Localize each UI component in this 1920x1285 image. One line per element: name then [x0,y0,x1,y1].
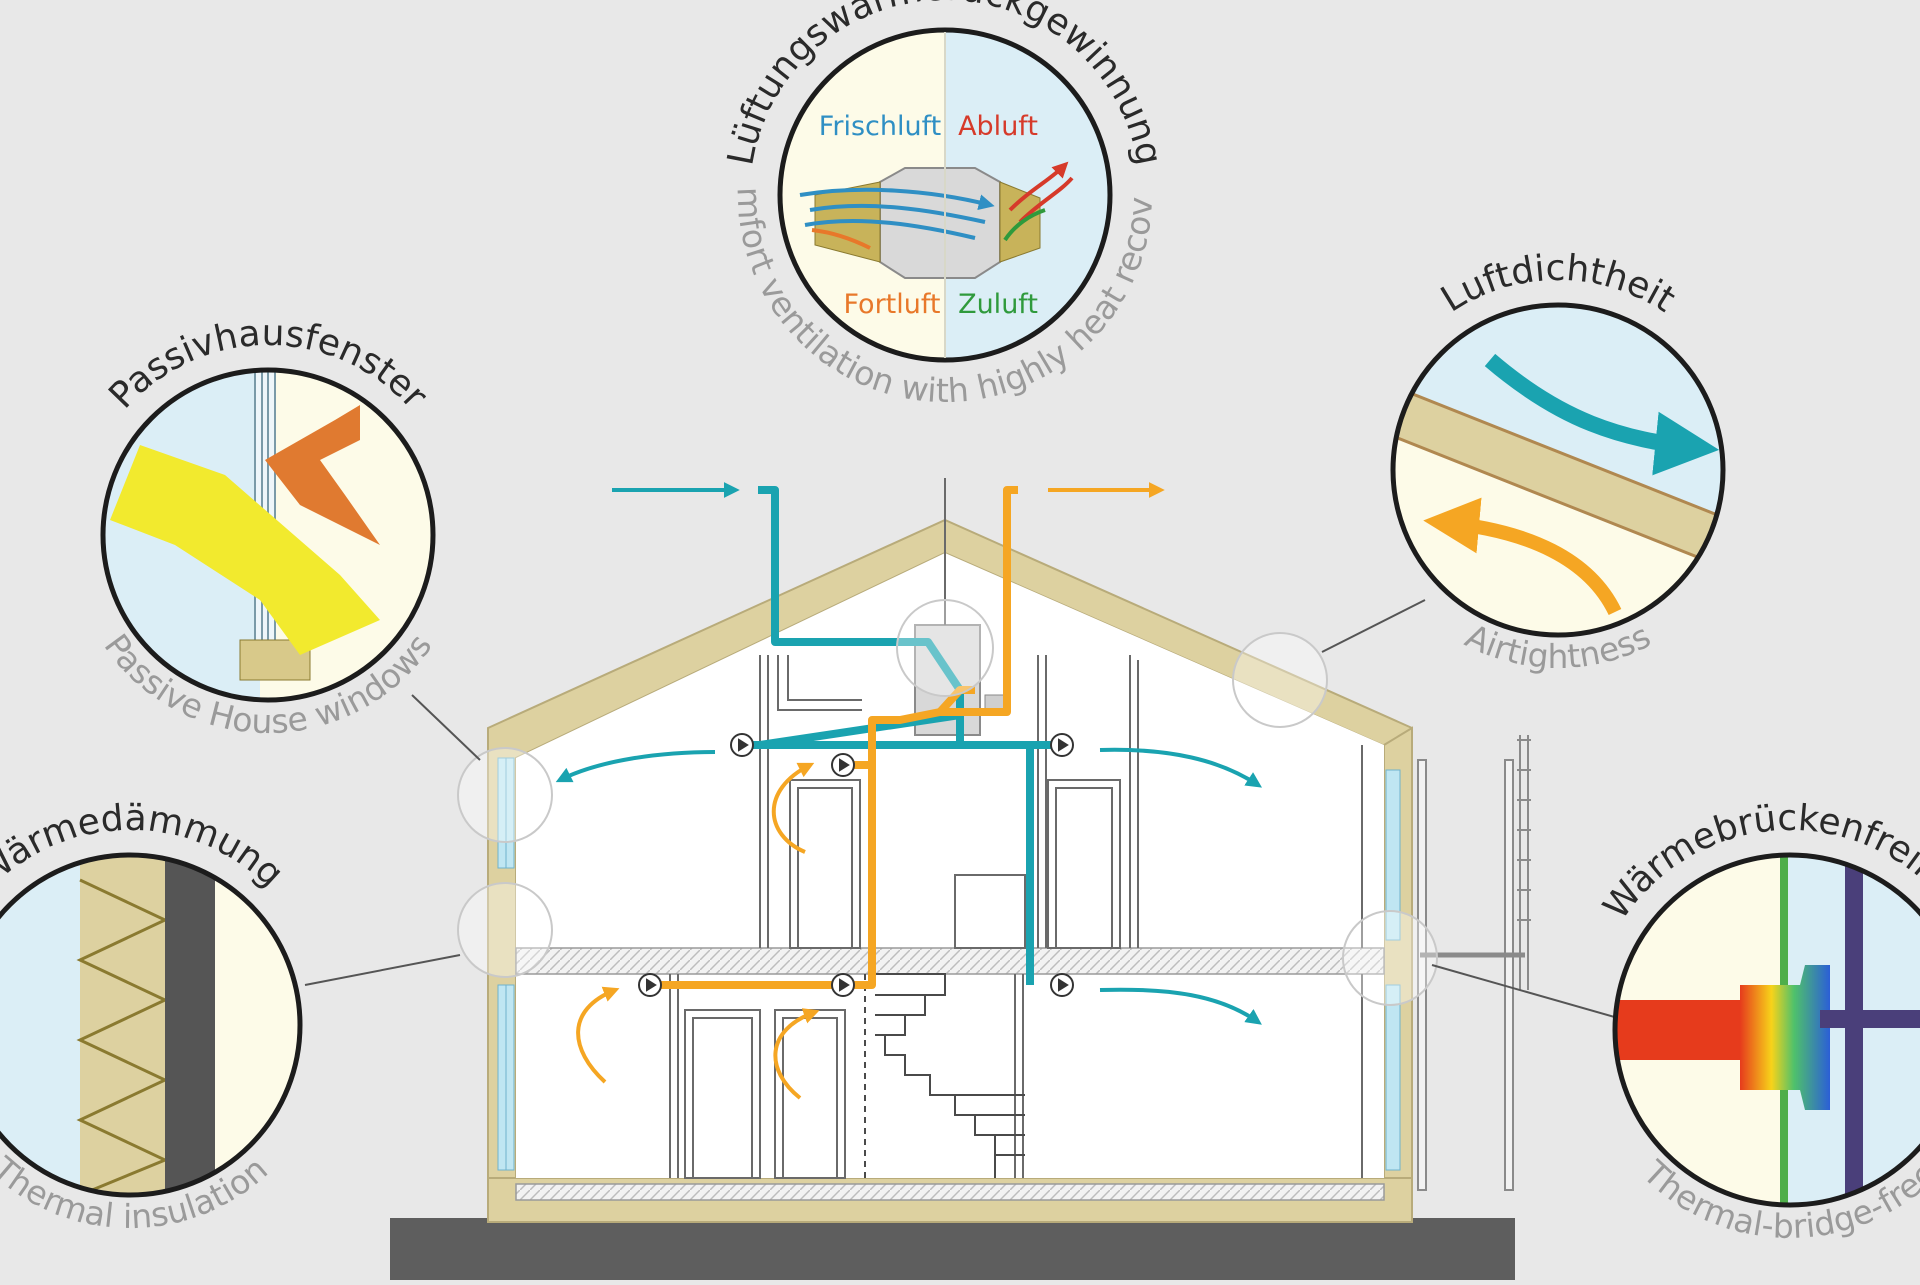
exhaust-air-label: Abluft [958,111,1038,142]
sunlight-arrow-icon [110,445,380,655]
heat-retention-arrow-icon [265,405,380,545]
outgoing-air-label: Fortluft [843,289,940,320]
airtightness-detail: Luftdichtheit Airtightness [1390,248,1726,676]
house-interior [516,553,1384,1178]
doors [684,655,1121,1179]
ground-floor-slab [515,1183,1385,1201]
detail-highlight-circles [457,599,1438,1006]
temperature-gradient [1740,965,1830,1110]
supply-air-label: Zuluft [958,289,1038,320]
balcony-structure [1417,735,1531,1191]
ground [390,1218,1515,1280]
windows-detail: Passivhausfenster Passive House windows [97,313,440,741]
airtight-layer [1393,382,1723,573]
air-flow-arrows [555,482,1263,1100]
right-windows [1385,769,1401,1171]
fresh-air-duct [742,486,1060,985]
house-cross-section [304,478,1626,1280]
left-windows [497,757,515,1171]
interior-partitions [669,655,1363,1178]
fresh-air-label: Frischluft [819,111,941,142]
fan-icon [638,733,1074,997]
insulation-detail: Wärmedämmung Thermal insulation [0,798,303,1236]
leader-lines [304,599,1626,1021]
staircase [864,973,1025,1178]
thermal-bridge-detail: Wärmebrückenfreiheit Thermal-bridge-free [1596,798,1920,1246]
upper-floor-slab [515,947,1385,975]
